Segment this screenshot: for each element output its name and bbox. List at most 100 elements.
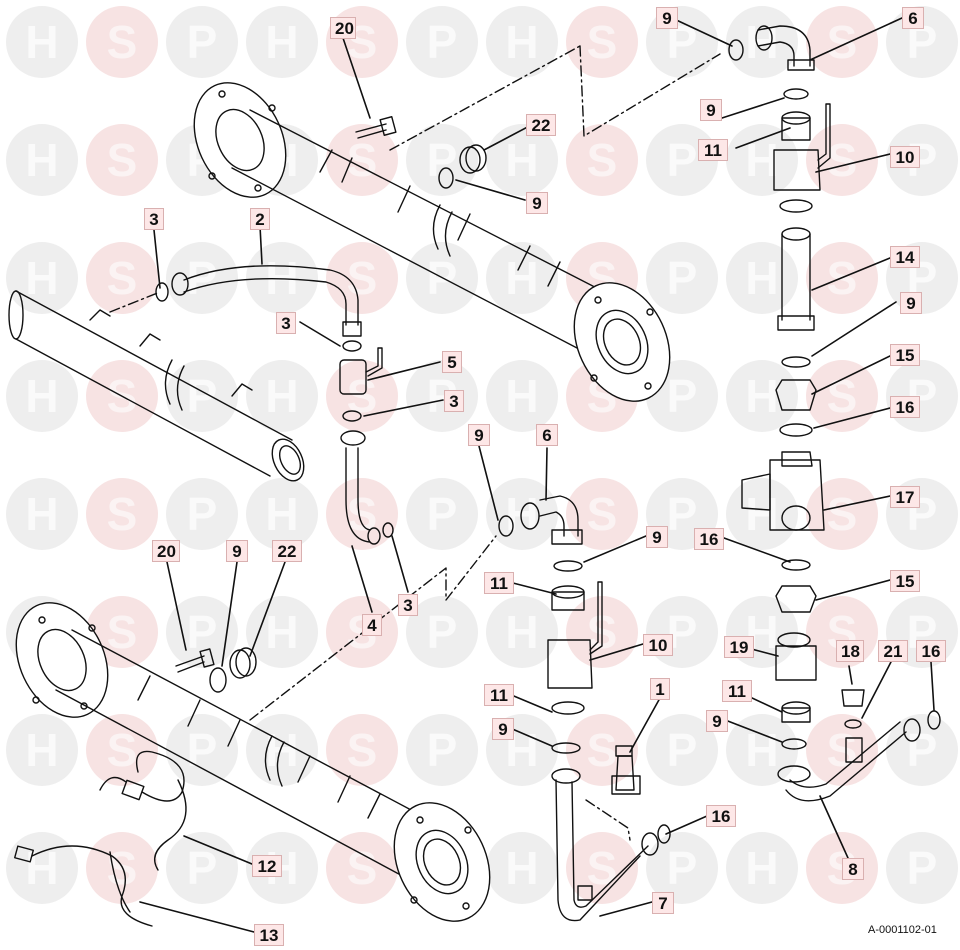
watermark-circle <box>406 478 478 550</box>
watermark-letter: P <box>667 252 698 304</box>
watermark-letter: H <box>505 370 538 422</box>
watermark-letter: P <box>427 134 458 186</box>
callout-7[interactable]: 7 <box>652 892 674 914</box>
callout-9[interactable]: 9 <box>492 718 514 740</box>
callout-1[interactable]: 1 <box>650 678 670 700</box>
callout-11[interactable]: 11 <box>698 139 728 161</box>
watermark-letter: H <box>25 370 58 422</box>
watermark-tile: P <box>166 714 238 786</box>
watermark-letter: P <box>667 134 698 186</box>
callout-2[interactable]: 2 <box>250 208 270 230</box>
watermark-letter: S <box>587 16 618 68</box>
callout-21[interactable]: 21 <box>878 640 908 662</box>
watermark-tile: S <box>326 714 398 786</box>
callout-22[interactable]: 22 <box>272 540 302 562</box>
upper-fasteners <box>355 116 487 189</box>
watermark-tile: S <box>566 124 638 196</box>
callout-10[interactable]: 10 <box>890 146 920 168</box>
watermark-tile: H <box>6 714 78 786</box>
callout-12[interactable]: 12 <box>252 855 282 877</box>
watermark-circle <box>166 714 238 786</box>
callout-17[interactable]: 17 <box>890 486 920 508</box>
callout-18[interactable]: 18 <box>836 640 864 662</box>
watermark-letter: P <box>187 370 218 422</box>
lower-fasteners <box>175 647 257 693</box>
watermark-circle <box>726 6 798 78</box>
right-column-bottom <box>775 632 941 802</box>
callout-9[interactable]: 9 <box>706 710 728 732</box>
callout-9[interactable]: 9 <box>468 424 490 446</box>
watermark-tile: H <box>246 360 318 432</box>
watermark-circle <box>646 242 718 314</box>
callout-15[interactable]: 15 <box>890 570 920 592</box>
watermark-tile: H <box>726 832 798 904</box>
callout-3[interactable]: 3 <box>398 594 418 616</box>
watermark-tile: S <box>86 242 158 314</box>
watermark-circle <box>406 596 478 668</box>
watermark-letter: S <box>107 724 138 776</box>
watermark-tile: P <box>646 832 718 904</box>
callout-11[interactable]: 11 <box>722 680 752 702</box>
callout-13[interactable]: 13 <box>254 924 284 946</box>
callout-9[interactable]: 9 <box>656 7 678 29</box>
callout-22[interactable]: 22 <box>526 114 556 136</box>
callout-9[interactable]: 9 <box>900 292 922 314</box>
watermark-circle <box>246 478 318 550</box>
watermark-tile: P <box>646 242 718 314</box>
callout-11[interactable]: 11 <box>484 684 514 706</box>
watermark-circle <box>246 242 318 314</box>
watermark-circle <box>166 360 238 432</box>
watermark-tile: H <box>246 478 318 550</box>
watermark-tile: S <box>806 478 878 550</box>
callout-16[interactable]: 16 <box>916 640 946 662</box>
callout-16[interactable]: 16 <box>694 528 724 550</box>
watermark-circle <box>726 124 798 196</box>
watermark-circle <box>726 360 798 432</box>
watermark-circle <box>86 124 158 196</box>
callout-19[interactable]: 19 <box>724 636 754 658</box>
watermark-letter: H <box>265 370 298 422</box>
callout-6[interactable]: 6 <box>902 7 924 29</box>
callout-4[interactable]: 4 <box>362 614 382 636</box>
callout-3[interactable]: 3 <box>276 312 296 334</box>
callout-10[interactable]: 10 <box>643 634 673 656</box>
callout-9[interactable]: 9 <box>646 526 668 548</box>
callout-20[interactable]: 20 <box>152 540 180 562</box>
callout-14[interactable]: 14 <box>890 246 920 268</box>
watermark-tile: P <box>406 478 478 550</box>
watermark-circle <box>806 124 878 196</box>
leader-lines <box>139 17 935 933</box>
watermark-circle <box>86 6 158 78</box>
watermark-letter: H <box>505 606 538 658</box>
callout-5[interactable]: 5 <box>442 351 462 373</box>
watermark-circle <box>486 832 558 904</box>
watermark-tile: H <box>486 242 558 314</box>
callout-16[interactable]: 16 <box>890 396 920 418</box>
callout-3[interactable]: 3 <box>444 390 464 412</box>
watermark-circle <box>6 124 78 196</box>
watermark-letter: P <box>667 724 698 776</box>
callout-20[interactable]: 20 <box>330 17 356 39</box>
watermark-letter: S <box>827 488 858 540</box>
watermark-tile: H <box>6 6 78 78</box>
watermark-letter: P <box>667 842 698 894</box>
watermark-tile: H <box>486 832 558 904</box>
watermark-tile: H <box>6 360 78 432</box>
callout-8[interactable]: 8 <box>842 858 864 880</box>
wiring-harness <box>14 750 187 927</box>
callout-9[interactable]: 9 <box>700 99 722 121</box>
watermark-circle <box>806 478 878 550</box>
watermark-circle <box>566 6 638 78</box>
watermark-circle <box>486 242 558 314</box>
callout-16[interactable]: 16 <box>706 805 736 827</box>
callout-3[interactable]: 3 <box>144 208 164 230</box>
watermark-letter: P <box>187 252 218 304</box>
callout-9[interactable]: 9 <box>226 540 248 562</box>
watermark-tile: H <box>486 478 558 550</box>
watermark-tile: S <box>86 124 158 196</box>
callout-11[interactable]: 11 <box>484 572 514 594</box>
callout-6[interactable]: 6 <box>536 424 558 446</box>
watermark-letter: H <box>25 134 58 186</box>
callout-15[interactable]: 15 <box>890 344 920 366</box>
callout-9[interactable]: 9 <box>526 192 548 214</box>
